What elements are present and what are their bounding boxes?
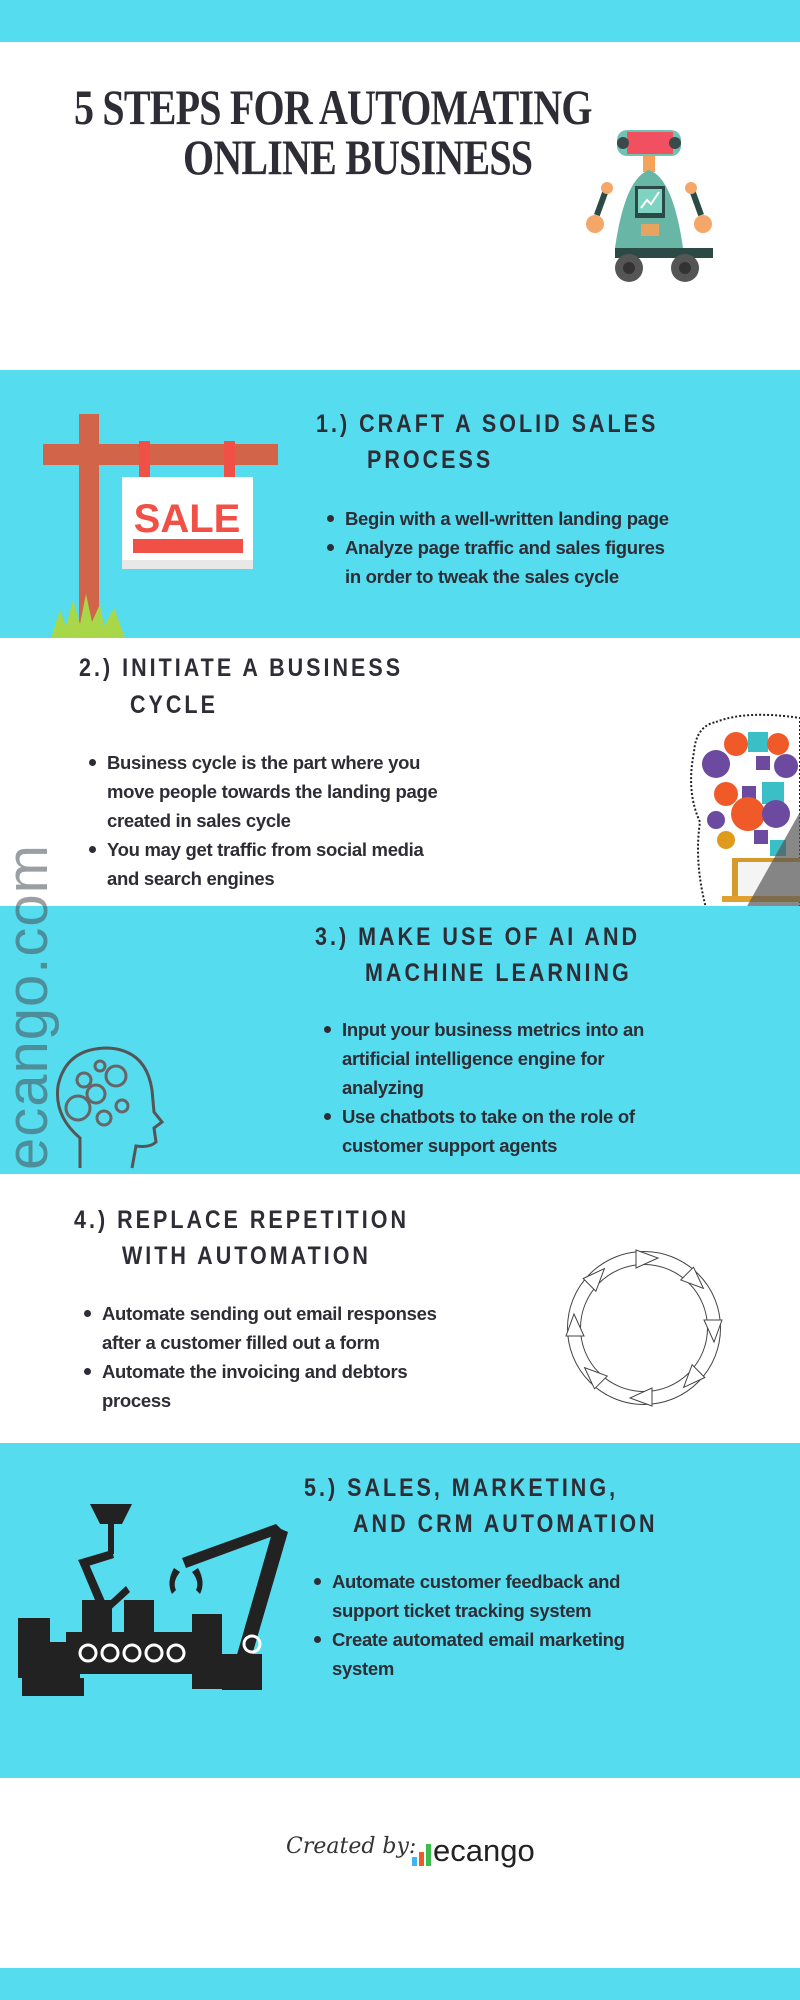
top-bar (0, 0, 800, 42)
step-3-heading: 3.) MAKE USE OF AI AND (315, 923, 641, 951)
step-3-section (0, 906, 800, 1174)
step-4-heading: 4.) REPLACE REPETITION (74, 1206, 410, 1234)
logo-bar-blue (412, 1857, 417, 1866)
step-5-heading: 5.) SALES, MARKETING, (304, 1474, 619, 1502)
step-1-bullets: Begin with a well-written landing page A… (327, 504, 669, 591)
logo-bar-green (426, 1844, 431, 1866)
logo-text: ecango (433, 1833, 535, 1868)
factory-robot-arm-icon (18, 1504, 288, 1696)
robot-icon (586, 130, 713, 282)
step-1-heading-cont: PROCESS (367, 446, 494, 474)
step-2-heading: 2.) INITIATE A BUSINESS (79, 654, 404, 682)
page-title-line1: 5 STEPS FOR AUTOMATING (74, 79, 592, 135)
bottom-bar (0, 1968, 800, 2000)
created-by-label: Created by: (286, 1834, 417, 1859)
bullet-item: Begin with a well-written landing page (327, 504, 669, 533)
sale-sign-text: SALE (134, 497, 241, 541)
sale-sign-icon: SALE (43, 414, 278, 638)
social-media-laptop-icon (690, 713, 800, 908)
ecango-watermark: ecango.com (0, 844, 60, 1170)
step-4-heading-cont: WITH AUTOMATION (122, 1242, 371, 1270)
step-2-heading-cont: CYCLE (130, 691, 218, 719)
step-3-heading-cont: MACHINE LEARNING (365, 959, 632, 987)
page-title-line2: ONLINE BUSINESS (183, 129, 533, 185)
head-gears-icon (55, 1046, 165, 1169)
step-1-heading: 1.) CRAFT A SOLID SALES (316, 410, 659, 438)
step-5-heading-cont: AND CRM AUTOMATION (353, 1510, 658, 1538)
logo-bar-orange (419, 1852, 424, 1866)
cycle-arrows-icon (565, 1249, 723, 1407)
ecango-logo[interactable]: ecango (412, 1833, 535, 1868)
